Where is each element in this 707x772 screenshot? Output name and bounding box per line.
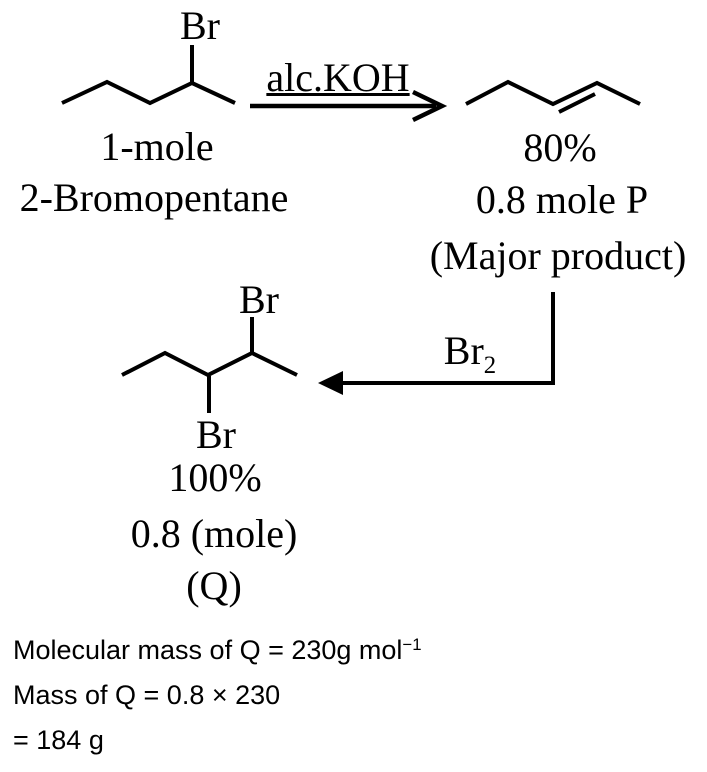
- note-label-major-product: (Major product): [429, 233, 687, 278]
- bond-chain-2-bromopentane: [61, 79, 236, 106]
- bond-chain-dibromopentane: [121, 350, 298, 378]
- solution-line1-exponent: −1: [402, 634, 422, 654]
- reagent-br2-base: Br: [443, 328, 484, 373]
- name-label-reactant: 2-Bromopentane: [19, 175, 289, 220]
- br-label-q-top: Br: [239, 277, 279, 322]
- solution-line-result: = 184 g: [13, 725, 104, 755]
- amount-label-p: 0.8 mole P: [475, 177, 649, 222]
- tag-label-q: (Q): [186, 563, 242, 608]
- br-label-reactant: Br: [180, 3, 220, 48]
- bond-chain-pentene: [465, 79, 641, 107]
- arrow2-head: [318, 371, 343, 395]
- double-bond: [558, 92, 596, 114]
- reagent-label-alckoh: alc.KOH: [266, 55, 410, 100]
- solution-line-mass: Mass of Q = 0.8 × 230: [13, 680, 281, 710]
- br-label-q-bottom: Br: [196, 412, 236, 457]
- arrow2-line: [338, 292, 555, 385]
- amount-label-reactant: 1-mole: [100, 124, 214, 169]
- amount-label-q: 0.8 (mole): [130, 511, 298, 556]
- reagent-br2-subscript: 2: [483, 352, 497, 379]
- solution-line1-text: Molecular mass of Q = 230g mol: [13, 635, 403, 665]
- yield-label-q: 100%: [168, 455, 262, 500]
- solution-line-molecular-mass: Molecular mass of Q = 230g mol−1: [13, 634, 422, 665]
- reagent-label-br2: Br2: [443, 328, 496, 378]
- yield-label-p: 80%: [523, 125, 597, 170]
- arrow1-head: [412, 89, 448, 123]
